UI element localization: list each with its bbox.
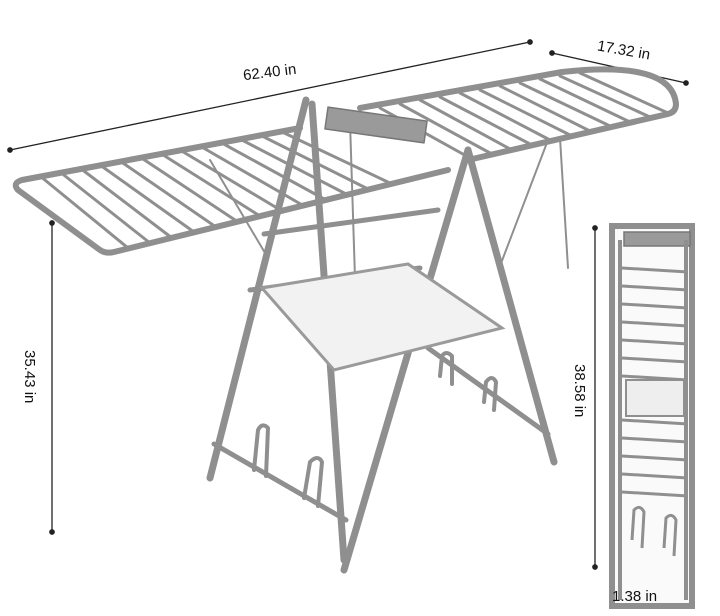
- dimension-lines: [7, 39, 689, 578]
- left-wing-rods: [38, 129, 394, 250]
- folded-depth-dimension-label: 1.38 in: [612, 588, 658, 605]
- shoe-hooks: [252, 351, 498, 508]
- mesh-shelf: [259, 262, 506, 372]
- wing-struts: [209, 121, 569, 279]
- folded-rack: [609, 223, 695, 609]
- drying-rack: [12, 66, 679, 574]
- right-wing-frame: [357, 66, 679, 163]
- folded-height-dimension-label: 38.58 in: [571, 364, 588, 418]
- top-hanger-bar: [324, 106, 428, 144]
- height-dimension-label: 35.43 in: [21, 350, 38, 404]
- left-wing-frame: [12, 125, 451, 256]
